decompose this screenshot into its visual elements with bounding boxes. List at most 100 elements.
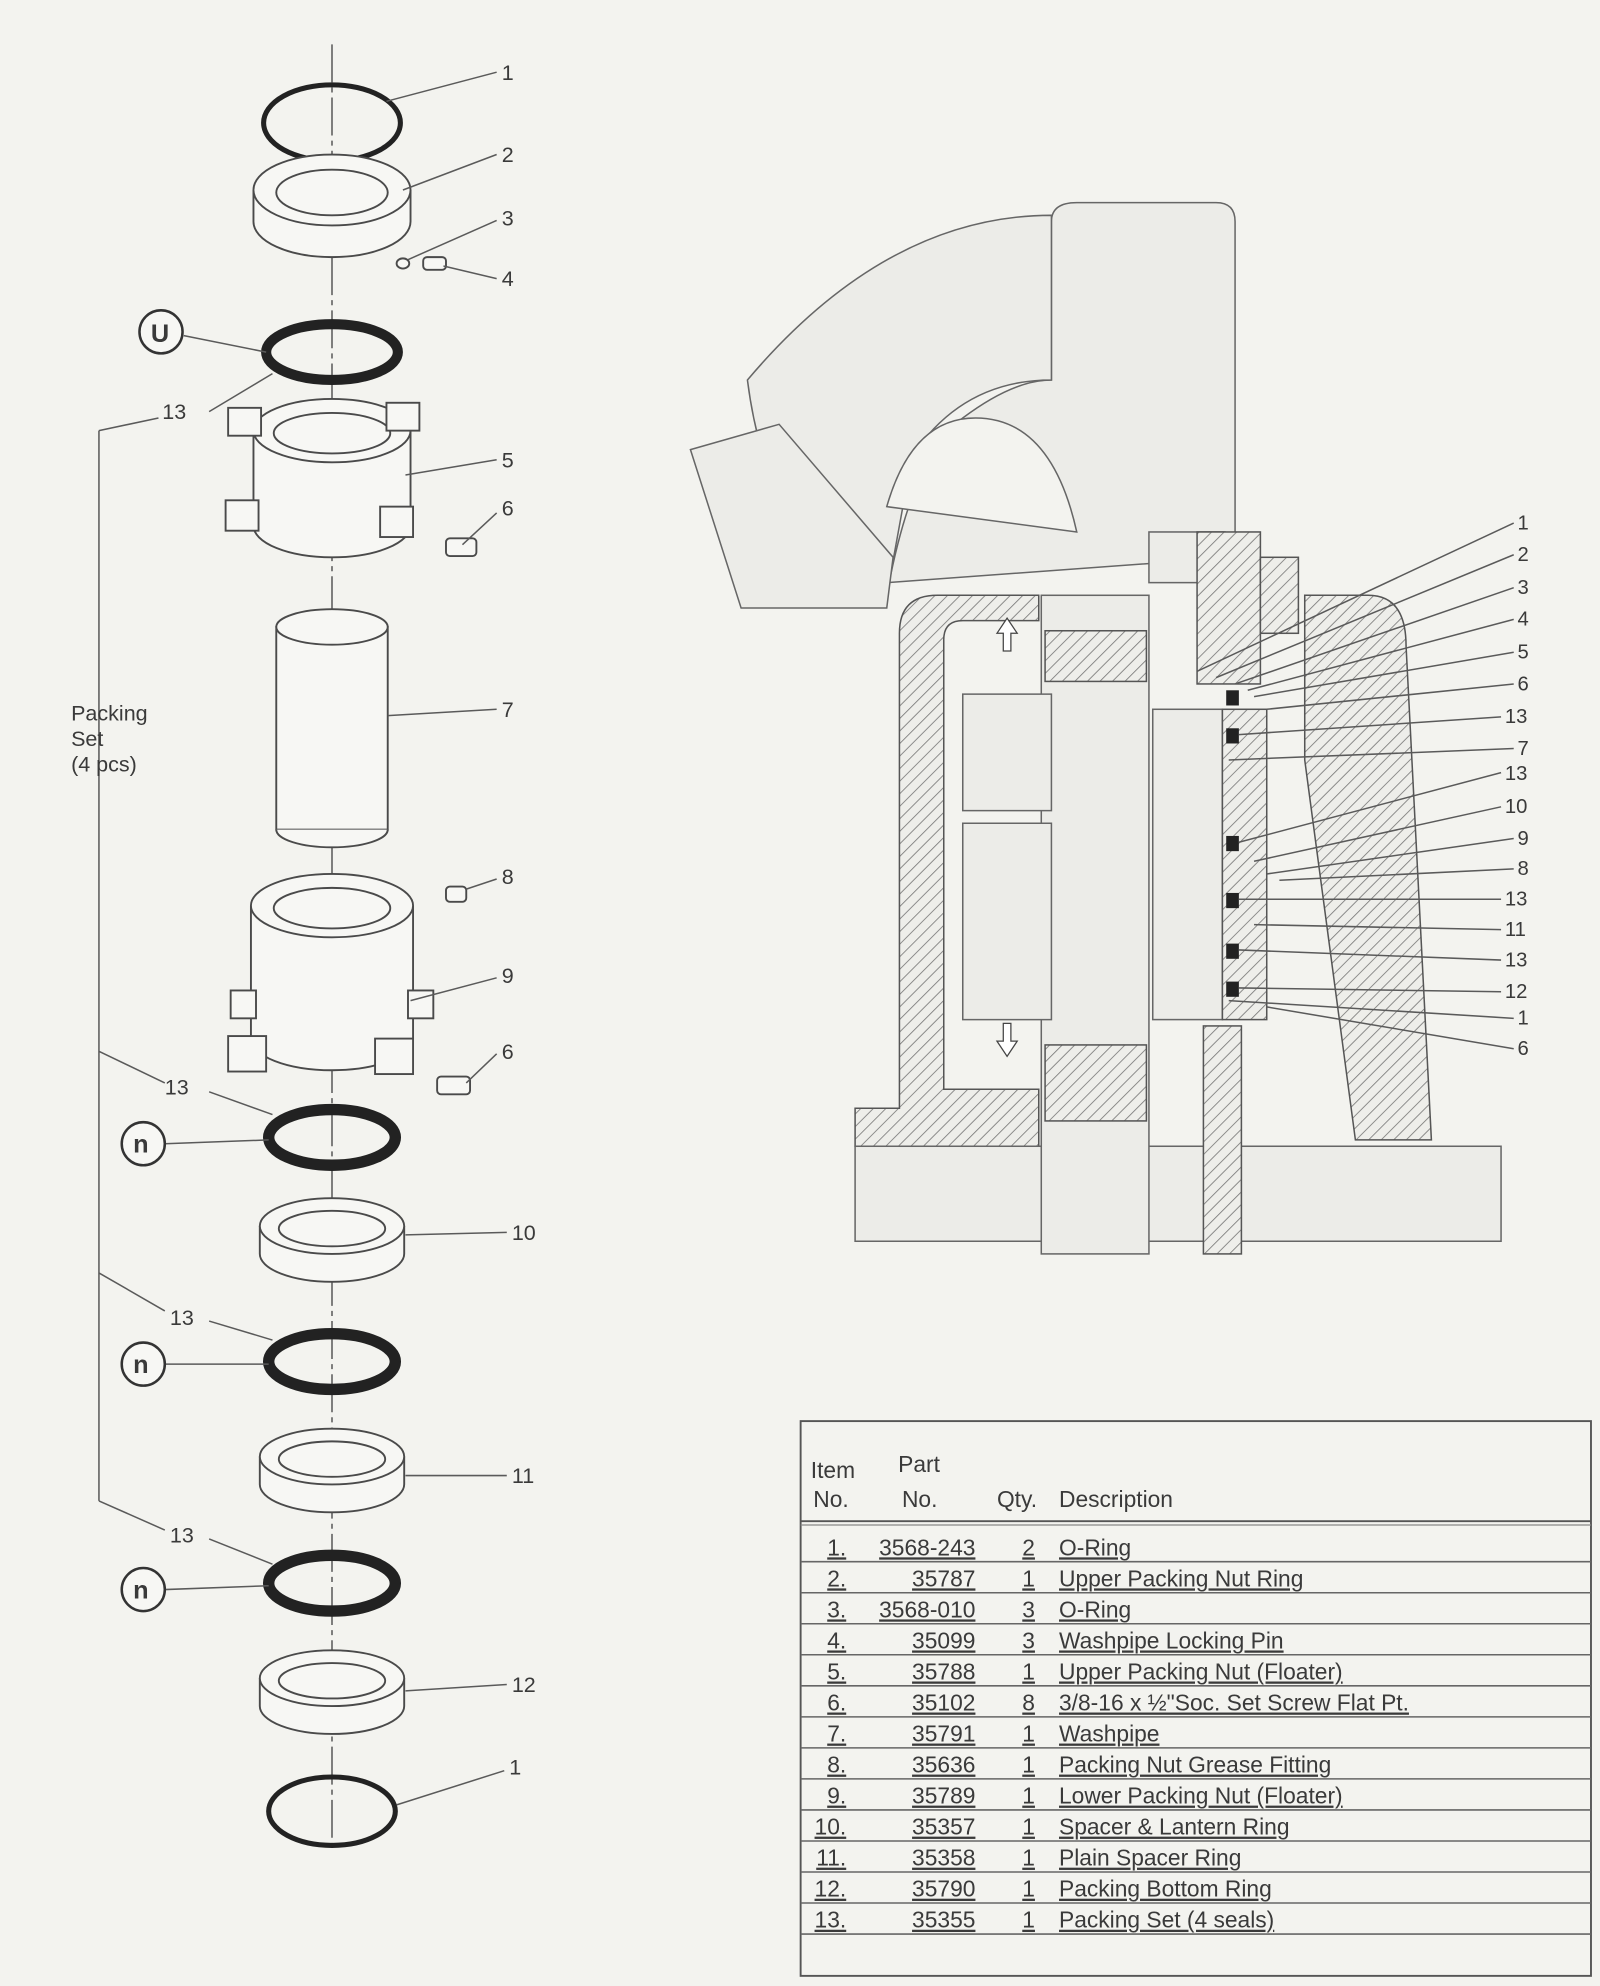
cell-description: Washpipe (1059, 1721, 1159, 1747)
upper-packing-nut-ring-part (252, 153, 412, 259)
spacer-lantern-ring-part (258, 1197, 406, 1283)
cell-description: Packing Set (4 seals) (1059, 1907, 1274, 1933)
cell-part: 35789 (912, 1783, 975, 1809)
small-o-ring-part (395, 257, 411, 270)
washpipe-section (1151, 708, 1224, 1021)
cell-part: 35357 (912, 1814, 975, 1840)
header-item: No. (813, 1486, 848, 1512)
cell-part: 35788 (912, 1658, 975, 1684)
plain-spacer-ring-part (258, 1427, 406, 1514)
cell-qty: 1 (1022, 1814, 1035, 1840)
cell-part: 35099 (912, 1627, 975, 1653)
cell-description: O-Ring (1059, 1596, 1131, 1622)
cell-description: 3/8-16 x ½"Soc. Set Screw Flat Pt. (1059, 1690, 1409, 1716)
cell-part: 3568-243 (879, 1534, 975, 1560)
upper-fitting-section (1259, 556, 1300, 635)
cell-part: 3568-010 (879, 1596, 975, 1622)
grease-fitting-part (445, 885, 468, 903)
cell-description: Upper Packing Nut (Floater) (1059, 1658, 1343, 1684)
cell-description: Plain Spacer Ring (1059, 1845, 1241, 1871)
table-row: 1. 3568-243 2 O-Ring (800, 1534, 1591, 1563)
callout-label: 6 (502, 496, 514, 520)
svg-text:n: n (133, 1131, 148, 1159)
cell-item: 6. (827, 1690, 846, 1716)
gooseneck-cutout (885, 417, 1078, 533)
callout-label: 7 (502, 698, 514, 722)
cell-description: Upper Packing Nut Ring (1059, 1565, 1303, 1591)
inlet-flange (689, 423, 894, 609)
callout-label: 6 (1518, 673, 1529, 695)
callout-label: 2 (502, 143, 514, 167)
section-callouts: 1 2 3 4 5 6 13 7 13 10 9 8 13 11 13 12 1… (1505, 512, 1529, 1060)
cell-item: 1. (827, 1534, 846, 1560)
callout-label: 5 (502, 448, 514, 472)
cell-qty: 1 (1022, 1752, 1035, 1778)
flow-down-arrow-icon (995, 1022, 1019, 1058)
upper-thread (1044, 629, 1148, 683)
lower-packing-nut-part (227, 872, 435, 1076)
cell-item: 12. (815, 1876, 847, 1902)
cell-qty: 1 (1022, 1845, 1035, 1871)
header-qty: Qty. (997, 1486, 1037, 1512)
callout-label: 2 (1518, 544, 1529, 566)
exploded-view: 1 2 3 4 13 5 6 7 8 9 6 13 10 13 11 13 12… (71, 44, 536, 1850)
callout-label: 9 (1518, 828, 1529, 850)
packing-seals (1226, 690, 1239, 997)
callout-label: 6 (502, 1040, 514, 1064)
cell-part: 35358 (912, 1845, 975, 1871)
swivel-body (961, 693, 1053, 1021)
header-item: Item (811, 1457, 855, 1483)
packing-set-label: Set (71, 727, 103, 751)
cell-item: 4. (827, 1627, 846, 1653)
packing-set-label: (4 pcs) (71, 752, 137, 776)
section-view: 1 2 3 4 5 6 13 7 13 10 9 8 13 11 13 12 1… (689, 201, 1529, 1255)
stem-core (1040, 594, 1150, 1255)
callout-label: 3 (1518, 577, 1529, 599)
leader-lines (98, 71, 507, 1806)
cell-description: O-Ring (1059, 1534, 1131, 1560)
callout-label: 11 (1505, 919, 1526, 941)
cell-item: 9. (827, 1783, 846, 1809)
cell-qty: 3 (1022, 1627, 1035, 1653)
cell-item: 13. (815, 1907, 847, 1933)
callout-label: 9 (502, 964, 514, 988)
packing-seal-part (262, 1549, 402, 1617)
cell-qty: 2 (1022, 1534, 1035, 1560)
cell-description: Spacer & Lantern Ring (1059, 1814, 1289, 1840)
cell-item: 11. (816, 1845, 846, 1871)
svg-text:n: n (133, 1351, 148, 1379)
callout-label: 13 (165, 1075, 189, 1099)
n-seal-icon: n (120, 1566, 167, 1613)
cell-item: 2. (827, 1565, 846, 1591)
packing-set-label: Packing (71, 702, 148, 726)
housing-left-wall (854, 594, 1040, 1148)
n-seal-icon: n (120, 1120, 167, 1167)
set-screw-part (445, 537, 478, 557)
lower-thread (1044, 1044, 1148, 1122)
callout-label: 1 (1518, 1008, 1529, 1030)
callout-label: 8 (1518, 858, 1529, 880)
upper-packing-nut-part (224, 398, 421, 559)
header-part: No. (902, 1486, 937, 1512)
cell-item: 8. (827, 1752, 846, 1778)
n-seal-icon: n (120, 1341, 167, 1387)
cell-item: 5. (827, 1658, 846, 1684)
callout-label: 13 (1505, 706, 1528, 728)
cell-qty: 3 (1022, 1596, 1035, 1622)
section-leader-lines (1196, 522, 1515, 1050)
svg-text:n: n (133, 1576, 148, 1604)
callout-label: 12 (512, 1673, 536, 1697)
callout-label: 5 (1518, 642, 1529, 664)
packing-seal-part (262, 1103, 402, 1171)
callout-label: 1 (1518, 512, 1529, 534)
o-ring-part (266, 1774, 398, 1848)
u-seal-icon: U (138, 309, 184, 355)
callout-label: 13 (170, 1306, 194, 1330)
